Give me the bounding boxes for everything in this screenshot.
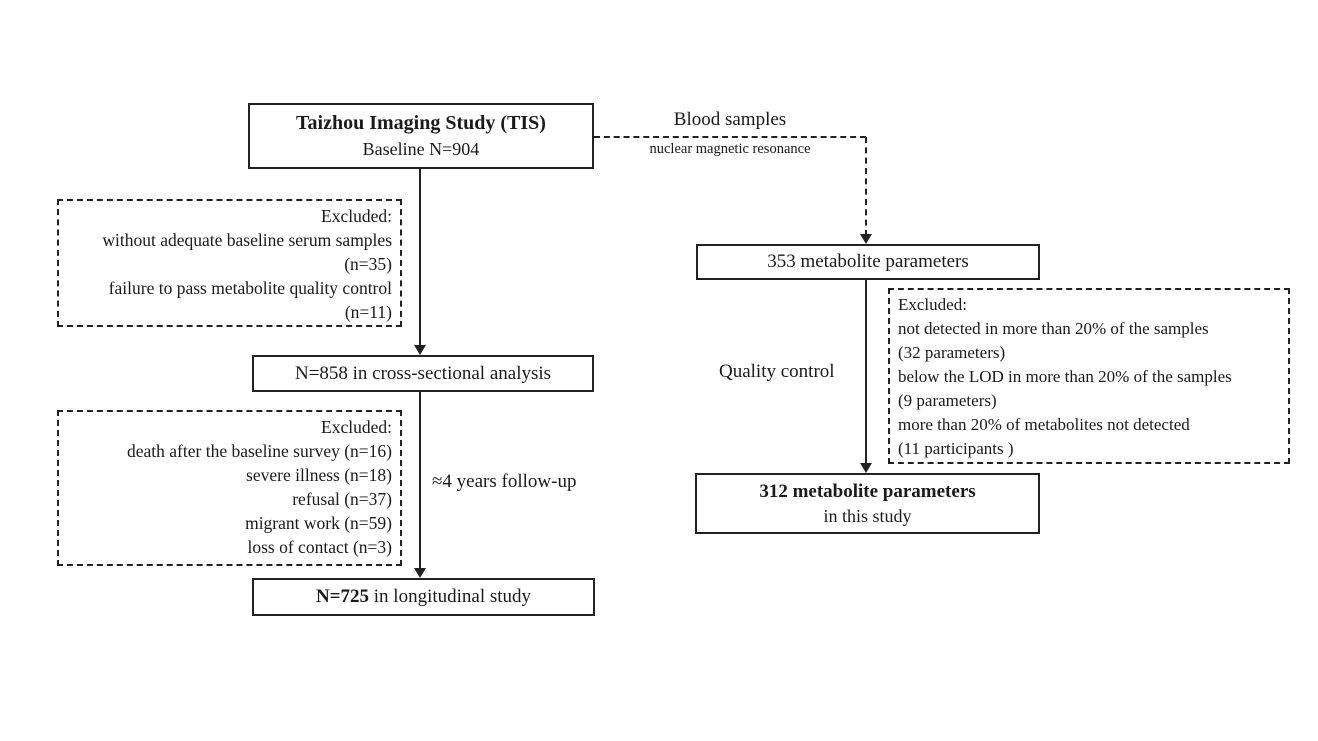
excluded-line: severe illness (n=18): [246, 465, 392, 485]
excluded-line: (9 parameters): [898, 391, 997, 410]
excluded-line: more than 20% of metabolites not detecte…: [898, 415, 1190, 434]
follow-up-label: ≈4 years follow-up: [432, 471, 577, 492]
excluded-line: (n=35): [344, 254, 392, 274]
longitudinal-n: N=725: [315, 586, 370, 608]
metabolites-312-subtitle: in this study: [823, 506, 912, 527]
blood-samples-label: Blood samples: [673, 109, 787, 130]
excluded-line: (n=11): [344, 302, 392, 322]
metabolites-353-label: 353 metabolite parameters: [767, 251, 969, 273]
tis-subtitle: Baseline N=904: [362, 139, 480, 160]
connector-tis-to-cross-sectional: [419, 168, 421, 348]
connector-blood-samples-to-353: [865, 137, 867, 236]
node-longitudinal: N=725 in longitudinal study: [252, 578, 595, 616]
excluded-line: (11 participants ): [898, 439, 1014, 458]
excluded-line: Excluded:: [898, 295, 967, 314]
node-cross-sectional: N=858 in cross-sectional analysis: [252, 355, 594, 392]
tis-title: Taizhou Imaging Study (TIS): [296, 112, 546, 135]
nmr-method-label: nuclear magnetic resonance: [649, 141, 811, 157]
quality-control-label: Quality control: [719, 361, 835, 382]
arrowhead-down-icon: [414, 345, 426, 355]
node-metabolites-312: 312 metabolite parameters in this study: [695, 473, 1040, 534]
arrowhead-down-icon: [414, 568, 426, 578]
node-excluded-baseline: Excluded: without adequate baseline seru…: [57, 199, 402, 327]
node-metabolites-353: 353 metabolite parameters: [696, 244, 1040, 280]
excluded-line: (32 parameters): [898, 343, 1006, 362]
node-excluded-followup: Excluded: death after the baseline surve…: [57, 410, 402, 566]
longitudinal-rest: in longitudinal study: [369, 586, 532, 608]
excluded-line: below the LOD in more than 20% of the sa…: [898, 367, 1232, 386]
metabolites-312-title: 312 metabolite parameters: [759, 480, 976, 502]
excluded-line: migrant work (n=59): [245, 513, 392, 533]
excluded-line: death after the baseline survey (n=16): [127, 441, 392, 461]
excluded-line: failure to pass metabolite quality contr…: [108, 278, 392, 298]
excluded-line: Excluded:: [321, 417, 392, 437]
connector-353-to-312: [865, 280, 867, 464]
arrowhead-down-icon: [860, 463, 872, 473]
connector-cross-sectional-to-longitudinal: [419, 392, 421, 569]
excluded-line: refusal (n=37): [292, 489, 392, 509]
excluded-line: loss of contact (n=3): [247, 537, 393, 557]
node-tis: Taizhou Imaging Study (TIS) Baseline N=9…: [248, 103, 594, 169]
arrowhead-down-icon: [860, 234, 872, 244]
cross-sectional-label: N=858 in cross-sectional analysis: [294, 362, 552, 384]
longitudinal-label: N=725 in longitudinal study: [316, 584, 531, 610]
node-excluded-quality: Excluded: not detected in more than 20% …: [888, 288, 1290, 464]
excluded-line: Excluded:: [321, 206, 392, 226]
excluded-line: not detected in more than 20% of the sam…: [898, 319, 1209, 338]
connector-tis-to-blood-samples: [594, 136, 866, 138]
excluded-line: without adequate baseline serum samples: [102, 230, 392, 250]
